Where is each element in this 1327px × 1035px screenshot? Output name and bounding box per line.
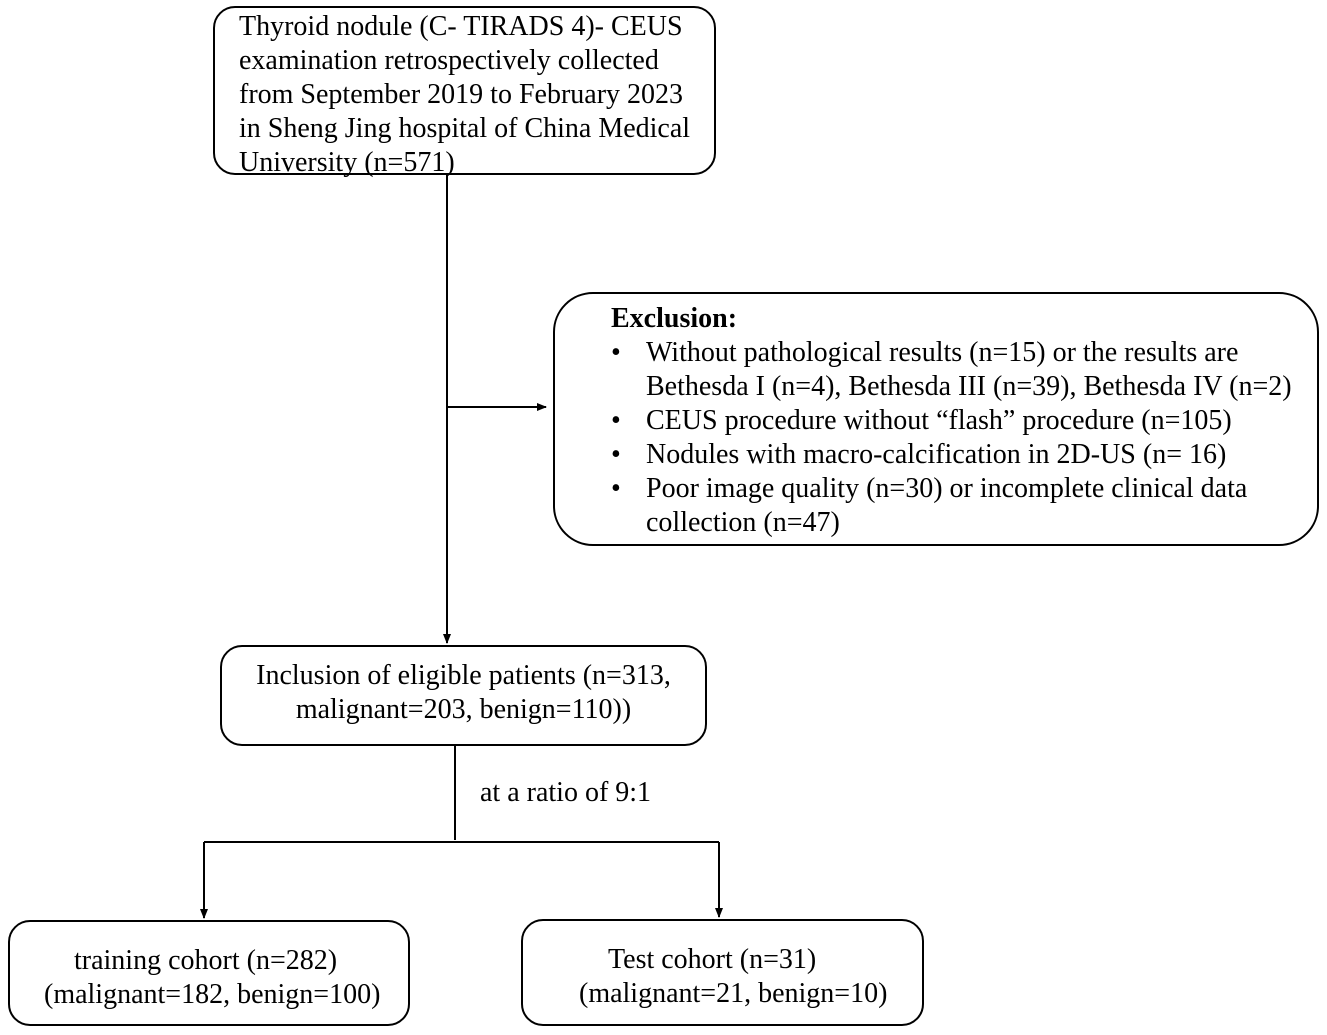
inclusion-line: malignant=203, benign=110)) (295, 694, 632, 725)
inclusion-line: Inclusion of eligible patients (n=313, (256, 660, 671, 691)
bullet-icon: • (611, 439, 621, 470)
bullet-icon: • (611, 405, 621, 436)
bullet-icon: • (611, 337, 621, 368)
source-line: University (n=571) (239, 147, 455, 178)
source-line: from September 2019 to February 2023 (239, 79, 684, 110)
exclusion-title: Exclusion: (611, 303, 738, 334)
exclusion-item: •Without pathological results (n=15) or … (611, 337, 1292, 402)
source-box: Thyroid nodule (C- TIRADS 4)- CEUS exami… (213, 6, 716, 178)
exclusion-list: •Without pathological results (n=15) or … (611, 336, 1317, 540)
split-ratio-label: at a ratio of 9:1 (480, 777, 652, 808)
training-line: (malignant=182, benign=100) (44, 979, 381, 1010)
source-line: in Sheng Jing hospital of China Medical (239, 113, 691, 144)
test-line: (malignant=21, benign=10) (579, 978, 888, 1009)
test-cohort-box: Test cohort (n=31) (malignant=21, benign… (521, 919, 924, 1026)
exclusion-item: •Nodules with macro-calcification in 2D-… (611, 439, 1227, 470)
exclusion-box: Exclusion: •Without pathological results… (553, 292, 1319, 546)
bullet-icon: • (611, 473, 621, 504)
training-cohort-box: training cohort (n=282) (malignant=182, … (8, 920, 410, 1026)
exclusion-item: •Poor image quality (n=30) or incomplete… (611, 473, 1248, 538)
source-line: Thyroid nodule (C- TIRADS 4)- CEUS (239, 11, 683, 42)
test-line: Test cohort (n=31) (608, 944, 817, 975)
exclusion-item: •CEUS procedure without “flash” procedur… (611, 405, 1232, 436)
training-line: training cohort (n=282) (74, 945, 338, 976)
source-line: examination retrospectively collected (239, 45, 659, 76)
inclusion-box: Inclusion of eligible patients (n=313, m… (220, 645, 707, 746)
